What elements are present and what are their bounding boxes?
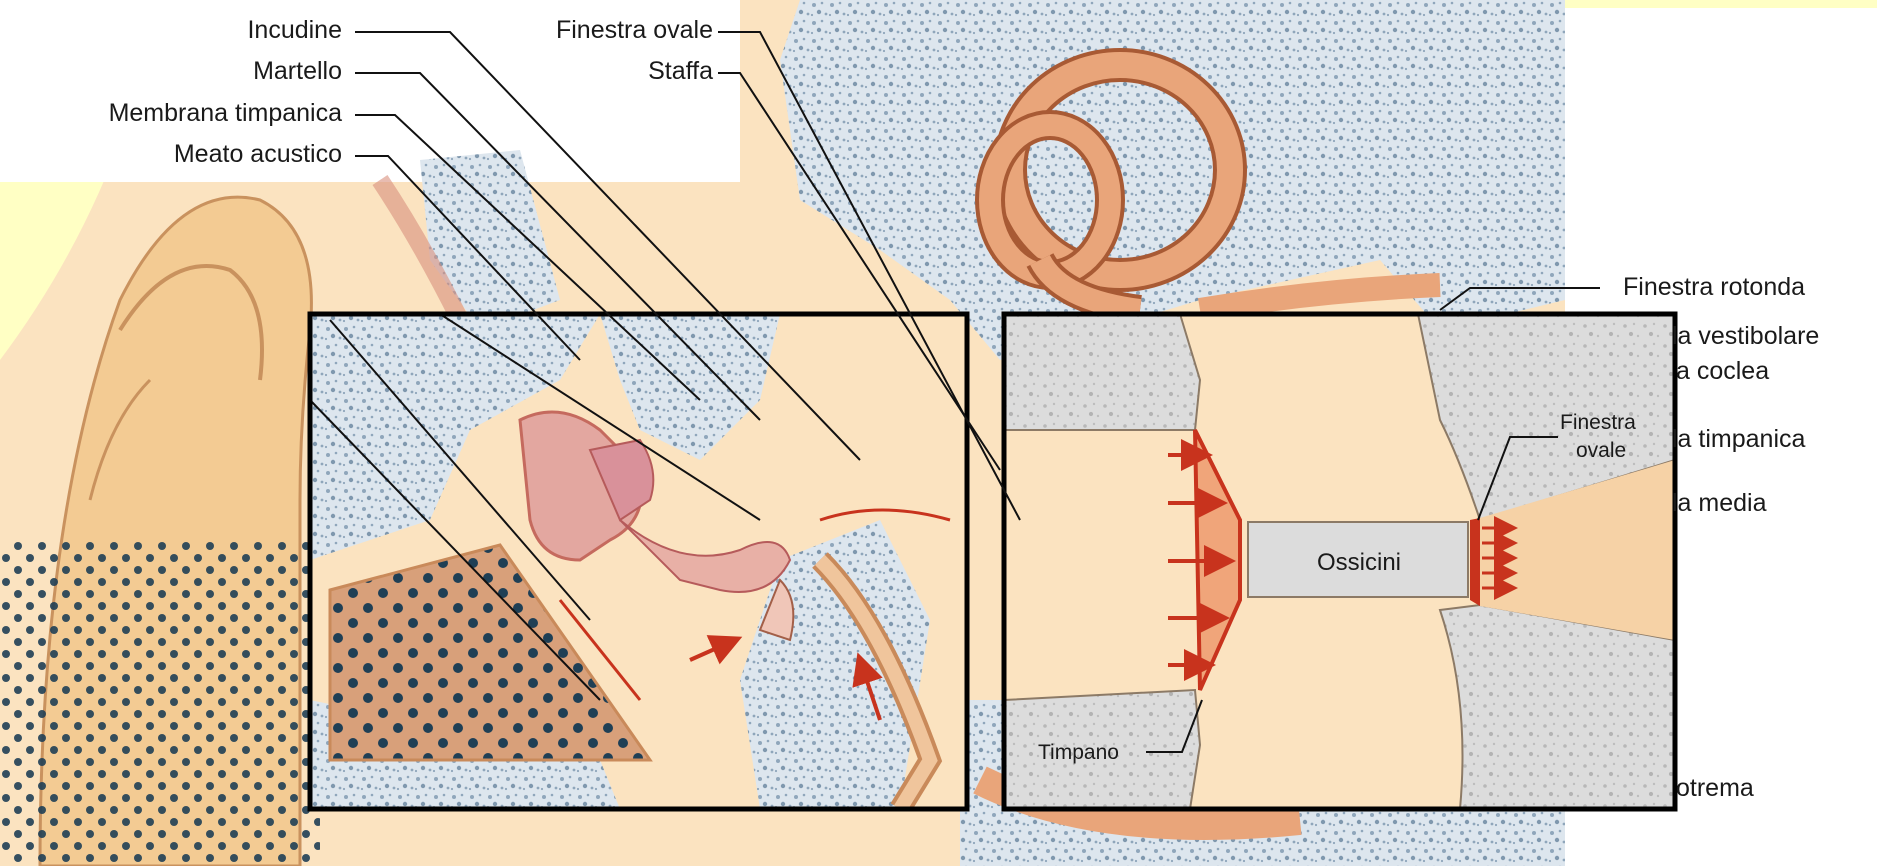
label-scala-timpanica: la timpanica bbox=[1672, 425, 1805, 453]
label-elicotrema: otrema bbox=[1676, 774, 1754, 802]
inset-label-ossicini: Ossicini bbox=[1317, 549, 1401, 576]
label-scala-vestibolare: la vestibolare bbox=[1672, 322, 1819, 350]
inset-label-finestra-line1: Finestra bbox=[1560, 411, 1636, 434]
label-finestra-ovale: Finestra ovale bbox=[556, 16, 713, 44]
label-coclea: a coclea bbox=[1676, 357, 1769, 385]
label-incudine: Incudine bbox=[247, 16, 342, 44]
label-staffa: Staffa bbox=[648, 57, 713, 85]
schematic-inset: Finestra ovale Ossicini Timpano bbox=[1004, 314, 1675, 809]
label-finestra-rotonda: Finestra rotonda bbox=[1623, 273, 1805, 301]
label-membrana-timpanica: Membrana timpanica bbox=[109, 99, 343, 127]
inset-label-timpano: Timpano bbox=[1038, 741, 1119, 764]
middle-ear-inset bbox=[310, 314, 967, 809]
label-scala-media: la media bbox=[1672, 489, 1767, 517]
label-martello: Martello bbox=[253, 57, 342, 85]
cartilage-dots bbox=[0, 540, 320, 866]
label-meato-acustico: Meato acustico bbox=[174, 140, 342, 168]
inset-label-finestra-line2: ovale bbox=[1576, 439, 1626, 462]
